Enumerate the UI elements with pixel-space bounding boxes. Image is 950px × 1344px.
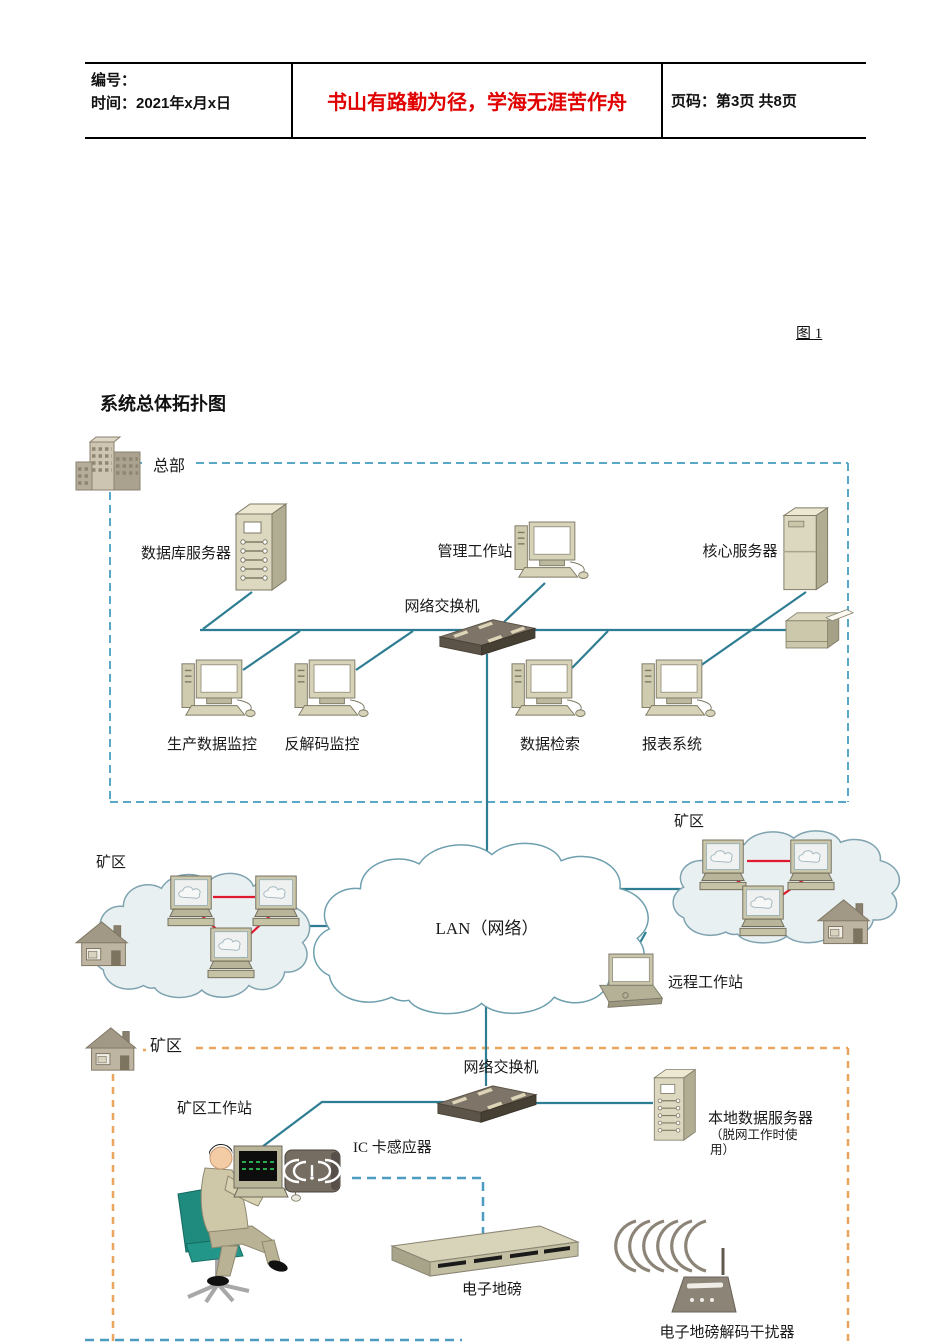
local-server-label: 本地数据服务器 <box>708 1110 813 1127</box>
hq-network-switch-icon <box>439 619 536 656</box>
management-ws-label: 管理工作站 <box>437 543 512 560</box>
mine-left-pc3-icon <box>207 927 255 979</box>
mine-left-label: 矿区 <box>96 854 126 871</box>
local-data-server-icon <box>653 1069 696 1141</box>
hq-switch-label: 网络交换机 <box>404 597 479 615</box>
mine-right-pc3-icon <box>739 885 787 937</box>
hq-label: 总部 <box>153 457 185 475</box>
time-label: 时间：2021年x月x日 <box>91 95 232 113</box>
mine-right-label: 矿区 <box>674 813 704 830</box>
mine-switch-label: 网络交换机 <box>463 1058 538 1076</box>
mine-right-pc2-icon <box>787 839 835 891</box>
weighbridge-icon <box>390 1225 580 1277</box>
report-system-pc-icon <box>641 659 716 718</box>
headquarters-building-icon <box>74 435 142 492</box>
mine-site-house-icon <box>85 1027 137 1071</box>
mine-left-pc2-icon <box>252 875 300 927</box>
weighbridge-label: 电子地磅 <box>462 1281 522 1298</box>
mine-workstation-pc <box>233 1145 301 1202</box>
lan-label: LAN（网络） <box>436 919 539 938</box>
core-server-label: 核心服务器 <box>702 543 777 560</box>
ic-sensor-label: IC 卡感应器 <box>353 1138 432 1156</box>
jammer-label: 电子地磅解码干扰器 <box>659 1324 794 1341</box>
header-page-label: 页码：第3页 共8页 <box>671 93 797 110</box>
report-system-label: 报表系统 <box>642 736 702 753</box>
remote-ws-label: 远程工作站 <box>668 974 743 991</box>
figure-caption: 图 1 <box>796 326 823 342</box>
mine-right-pc1-icon <box>699 839 747 891</box>
section-title: 系统总体拓扑图 <box>100 394 226 414</box>
mine-left-house-icon <box>75 921 128 967</box>
mine-site-label: 矿区 <box>150 1037 182 1055</box>
page-header: 编号： 时间：2021年x月x日 书山有路勤为径，学海无涯苦作舟 页码：第3页 … <box>85 62 866 139</box>
local-server-note1: （脱网工作时使 <box>710 1127 798 1142</box>
database-server-icon <box>235 503 287 591</box>
mine-workstation-label: 矿区工作站 <box>177 1100 252 1117</box>
header-left-cell: 编号： 时间：2021年x月x日 <box>85 64 291 137</box>
network-links <box>200 582 807 1151</box>
mine-network-switch-icon <box>437 1085 537 1123</box>
local-server-note2: 用） <box>710 1143 735 1157</box>
data-retrieval-label: 数据检索 <box>520 736 580 753</box>
ic-card-sensor-icon <box>282 1149 342 1193</box>
printer-icon <box>785 609 854 649</box>
core-server-icon <box>783 507 829 591</box>
database-server-label: 数据库服务器 <box>141 545 231 562</box>
management-workstation-icon <box>514 521 589 580</box>
header-motto: 书山有路勤为径，学海无涯苦作舟 <box>291 64 663 137</box>
remote-workstation-icon <box>599 953 663 1008</box>
number-label: 编号： <box>91 72 137 89</box>
mine-dashed-border <box>111 1046 850 1344</box>
production-monitor-label: 生产数据监控 <box>167 736 257 753</box>
decode-monitor-label: 反解码监控 <box>284 736 359 753</box>
mine-left-pc1-icon <box>167 875 215 927</box>
jammer-icon <box>614 1219 737 1313</box>
data-retrieval-pc-icon <box>511 659 586 718</box>
sensor-dashed-links <box>85 1176 485 1342</box>
